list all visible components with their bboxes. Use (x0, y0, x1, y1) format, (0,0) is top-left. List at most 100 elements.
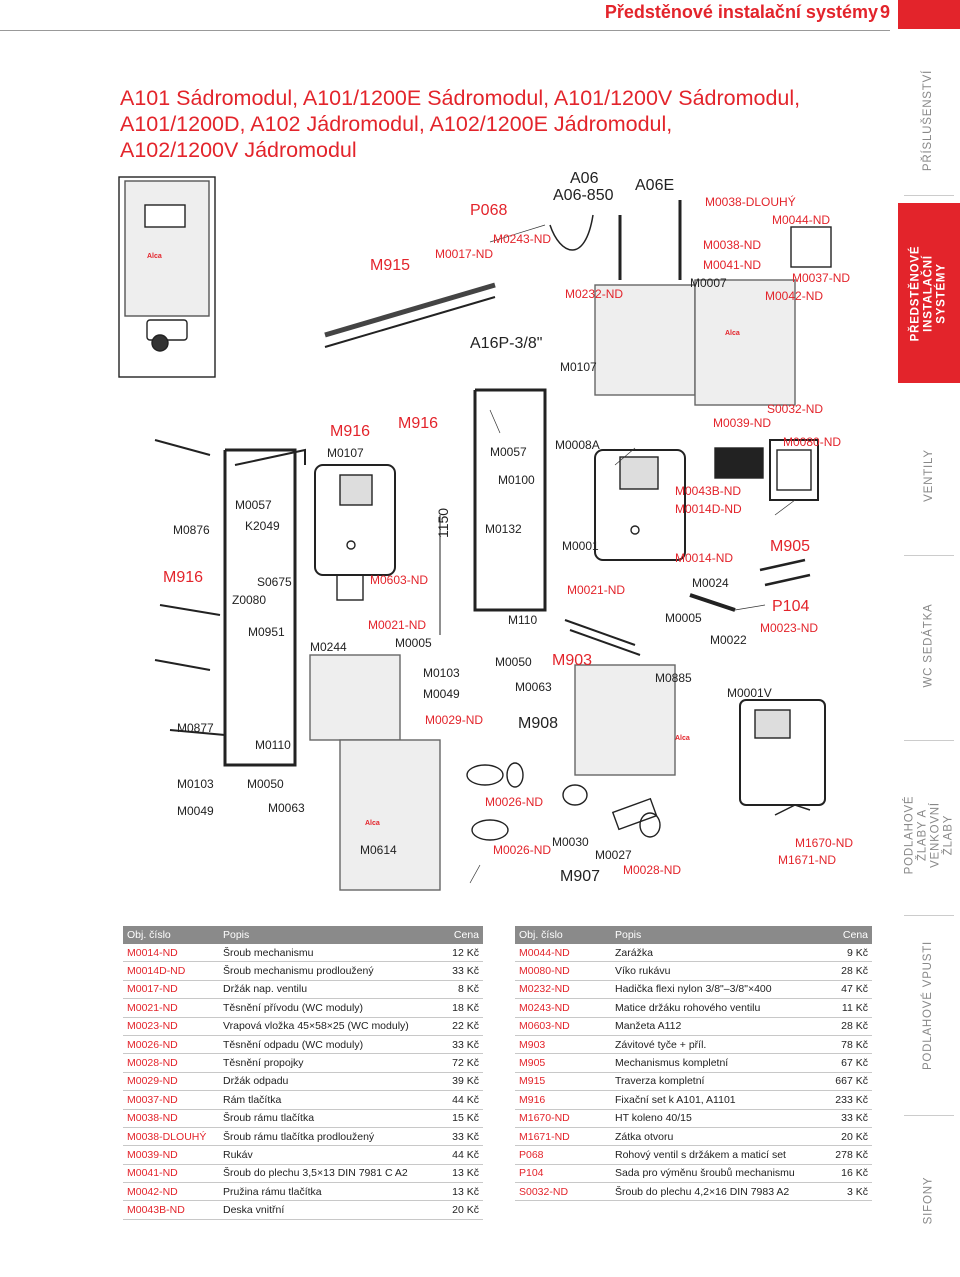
cell-code: M915 (515, 1072, 611, 1092)
cell-code: M0038-DLOUHÝ (123, 1127, 219, 1147)
label-m0110: M0110 (255, 738, 291, 752)
sidebar-divider (904, 555, 954, 556)
cell-price: 13 Kč (435, 1164, 483, 1184)
cell-code: M0043B-ND (123, 1200, 219, 1220)
label-m0614: M0614 (360, 843, 397, 857)
label-m0038-dlouhy: M0038-DLOUHÝ (705, 195, 796, 209)
cell-code: S0032-ND (515, 1182, 611, 1202)
page-number-tab (898, 0, 960, 29)
title-line-3: A102/1200V Jádromodul (120, 138, 357, 162)
label-m0014: M0014-ND (675, 551, 734, 565)
label-dimension-1150: 1150 (435, 507, 452, 539)
label-m0026-b: M0026-ND (493, 843, 552, 857)
cell-price: 44 Kč (435, 1145, 483, 1165)
label-m0044: M0044-ND (772, 213, 831, 227)
label-p104: P104 (772, 598, 810, 615)
cell-price: 18 Kč (435, 998, 483, 1018)
label-m905: M905 (770, 538, 811, 555)
cell-code: M916 (515, 1090, 611, 1110)
cell-desc: Matice držáku rohového ventilu (611, 998, 824, 1018)
cell-code: M0028-ND (123, 1053, 219, 1073)
col-price: Cena (824, 926, 872, 944)
cell-price: 33 Kč (435, 1127, 483, 1147)
label-m0005-a: M0005 (395, 636, 432, 650)
diagram-illustration: Alca Alca Alca Alca (118, 176, 832, 891)
label-m0050-a: M0050 (247, 777, 284, 791)
label-m0030: M0030 (552, 835, 589, 849)
cell-desc: Rám tlačítka (219, 1090, 435, 1110)
cell-price: 22 Kč (435, 1017, 483, 1036)
cell-code: M0037-ND (123, 1090, 219, 1110)
label-m0008a: M0008A (555, 438, 600, 452)
page-title: A101 Sádromodul, A101/1200E Sádromodul, … (120, 85, 820, 163)
cell-price: 667 Kč (824, 1072, 872, 1092)
cell-code: M0042-ND (123, 1182, 219, 1202)
label-s0675: S0675 (257, 575, 292, 589)
tab-ventily[interactable]: VENTILY (922, 448, 935, 502)
cell-desc: Víko rukávu (611, 961, 824, 981)
tab-predstenove[interactable]: PŘEDSTĚNOVÉ INSTALAČNÍ SYSTÉMY (898, 203, 960, 383)
cell-desc: Šroub rámu tlačítka prodloužený (219, 1127, 435, 1147)
cell-code: M0029-ND (123, 1072, 219, 1092)
label-m0063-b: M0063 (515, 680, 552, 694)
panel-d (339, 739, 441, 891)
cell-desc: Šroub mechanismu (219, 944, 435, 963)
tab-sifony[interactable]: SIFONY (922, 1176, 935, 1224)
cell-price: 233 Kč (824, 1090, 872, 1110)
tab-podlahove-zlaby[interactable]: PODLAHOVÉ ŽLABY A VENKOVNÍ ŽLABY (903, 795, 954, 875)
panel-b (694, 279, 796, 406)
cell-desc: Těsnění přívodu (WC moduly) (219, 998, 435, 1018)
label-m0041: M0041-ND (703, 258, 762, 272)
sidebar-divider (904, 195, 954, 196)
cell-price: 44 Kč (435, 1090, 483, 1110)
cell-desc: Těsnění odpadu (WC moduly) (219, 1035, 435, 1055)
cell-code: M0021-ND (123, 998, 219, 1018)
logo-text: Alca (147, 253, 162, 260)
label-m0103-a: M0103 (177, 777, 214, 791)
label-z0080: Z0080 (232, 593, 267, 607)
col-price: Cena (435, 926, 483, 944)
cell-desc: Držák nap. ventilu (219, 980, 435, 1000)
label-m915: M915 (370, 257, 411, 274)
label-m0243: M0243-ND (493, 232, 552, 246)
cell-code: P068 (515, 1145, 611, 1165)
cell-code: M0023-ND (123, 1017, 219, 1036)
cell-price: 67 Kč (824, 1053, 872, 1073)
cell-desc: Těsnění propojky (219, 1053, 435, 1073)
tab-prislusenstvi[interactable]: PŘÍSLUŠENSTVÍ (922, 69, 935, 171)
cell-code: M0039-ND (123, 1145, 219, 1165)
tab-podlahove-vpusti[interactable]: PODLAHOVÉ VPUSTI (922, 940, 935, 1070)
label-m907: M907 (560, 868, 601, 885)
cell-desc: HT koleno 40/15 (611, 1109, 824, 1128)
cell-price: 72 Kč (435, 1053, 483, 1073)
label-m0885: M0885 (655, 671, 692, 685)
cell-price: 13 Kč (435, 1182, 483, 1202)
panel-e (574, 664, 676, 776)
exploded-diagram: Alca Alca Alca Alca P068 M0243-ND A06 A0… (115, 165, 885, 895)
tab-wc-sedatka[interactable]: WC SEDÁTKA (922, 602, 935, 688)
label-m0021-b: M0021-ND (567, 583, 626, 597)
cell-desc: Šroub mechanismu prodloužený (219, 961, 435, 981)
cell-price: 47 Kč (824, 980, 872, 1000)
label-m1671: M1671-ND (778, 853, 837, 867)
section-header: Předstěnové instalační systémy (604, 2, 878, 22)
label-m0107-b: M0107 (560, 360, 597, 374)
